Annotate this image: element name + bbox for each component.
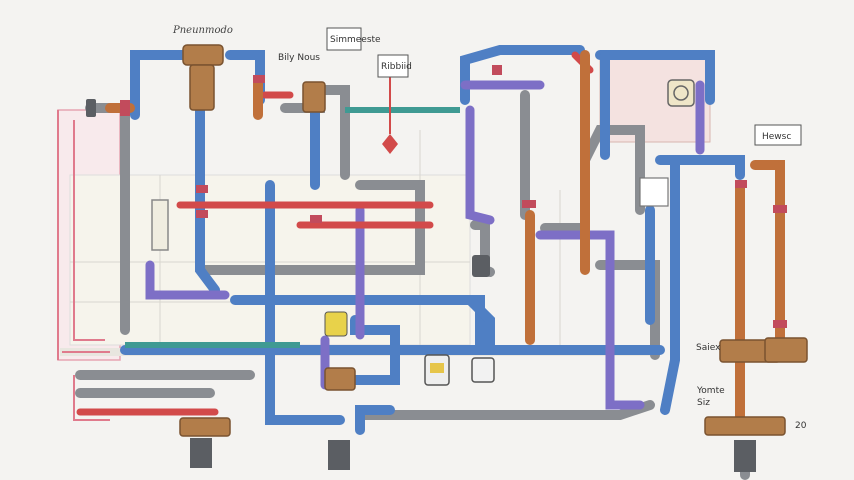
- tank-left: [151, 199, 169, 251]
- teal-pipe: [125, 107, 460, 348]
- label-valve-box: Ribbiid: [381, 62, 412, 72]
- red-valve-marker: [382, 75, 398, 154]
- gauge-right: [471, 357, 495, 383]
- bottom-left-fitting: [179, 417, 231, 437]
- junction-box-right: [639, 177, 669, 207]
- label-box-right: [754, 124, 802, 146]
- right-bottom-fitting: [704, 416, 786, 436]
- right-pump-body: [764, 337, 808, 363]
- label-top-left: Pneunmodo: [172, 25, 233, 36]
- pipe-couplings: [120, 65, 787, 328]
- label-box-valve: [377, 54, 409, 78]
- blue-pipes: [120, 45, 745, 435]
- label-box-center: [326, 27, 362, 51]
- label-center-box: Simmeeste: [330, 35, 381, 45]
- pipe-ends: [86, 99, 756, 472]
- gauge-center: [424, 354, 450, 386]
- purple-pipes: [145, 80, 705, 410]
- bronze-fittings: [179, 44, 808, 437]
- bottom-center-fitting: [324, 367, 356, 391]
- meter-tile: [667, 79, 695, 107]
- label-right-bottom: Yomte: [696, 386, 725, 396]
- top-valve-body: [189, 64, 215, 111]
- gauge-yellow: [324, 311, 348, 337]
- label-right-side: Saiex: [696, 343, 721, 353]
- label-bottom-right-num: 20: [795, 421, 807, 431]
- label-right-box: Hewsc: [762, 132, 791, 142]
- pink-signal-lines: [57, 110, 110, 421]
- label-center-tag: Bily Nous: [278, 53, 320, 63]
- center-fitting: [302, 81, 326, 113]
- label-right-bottom-2: Siz: [697, 398, 710, 408]
- top-valve-fitting: [182, 44, 224, 66]
